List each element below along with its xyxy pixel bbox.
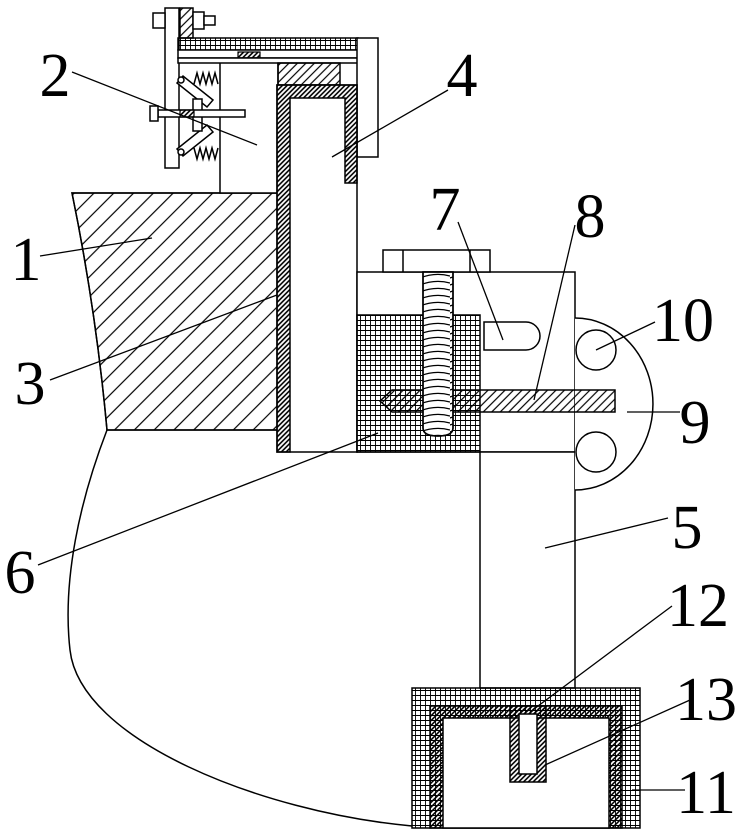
support-column [220, 58, 278, 193]
leader-line-6 [38, 433, 378, 565]
callout-3: 3 [15, 350, 46, 418]
part-8-bar [380, 390, 615, 412]
top-bolt-nut-left [153, 13, 165, 28]
callout-12: 12 [667, 572, 729, 640]
left-clamp-plate [165, 8, 179, 168]
callout-13: 13 [675, 666, 737, 734]
callout-8: 8 [575, 183, 606, 251]
top-hatched-block [278, 63, 340, 85]
callout-10: 10 [652, 287, 714, 355]
lower-spring [194, 148, 218, 159]
callout-1: 1 [11, 226, 42, 294]
part-1-hatching [72, 193, 278, 430]
part-6-grid-block [357, 315, 480, 452]
callout-2: 2 [40, 42, 71, 110]
clamp-plate-hatched-tab [180, 8, 193, 38]
top-bolt-shaft-end [204, 16, 215, 25]
callout-11: 11 [676, 759, 736, 827]
part-7-slot [484, 322, 540, 350]
adjusting-rod-nut [150, 106, 158, 121]
top-plate-hatched-insert [238, 52, 260, 58]
lead-screw-thread [423, 272, 453, 436]
part-10-lower-roller [576, 432, 616, 472]
part-5-vertical-member [480, 452, 575, 688]
lower-pivot-pin [178, 149, 184, 155]
callout-5: 5 [672, 494, 703, 562]
callout-6: 6 [5, 539, 36, 607]
top-plate-grid [178, 38, 358, 50]
top-bolt-washer [193, 12, 204, 29]
right-sleeve [357, 38, 378, 157]
callout-4: 4 [447, 42, 478, 110]
housing-top-nut [383, 250, 490, 272]
upper-spring [194, 73, 218, 84]
body-outline-curve [68, 430, 412, 826]
part-12-slot [519, 714, 537, 774]
upper-pivot-pin [178, 77, 184, 83]
callout-7: 7 [430, 176, 461, 244]
top-plate-strip [178, 50, 358, 58]
callout-9: 9 [680, 389, 711, 457]
